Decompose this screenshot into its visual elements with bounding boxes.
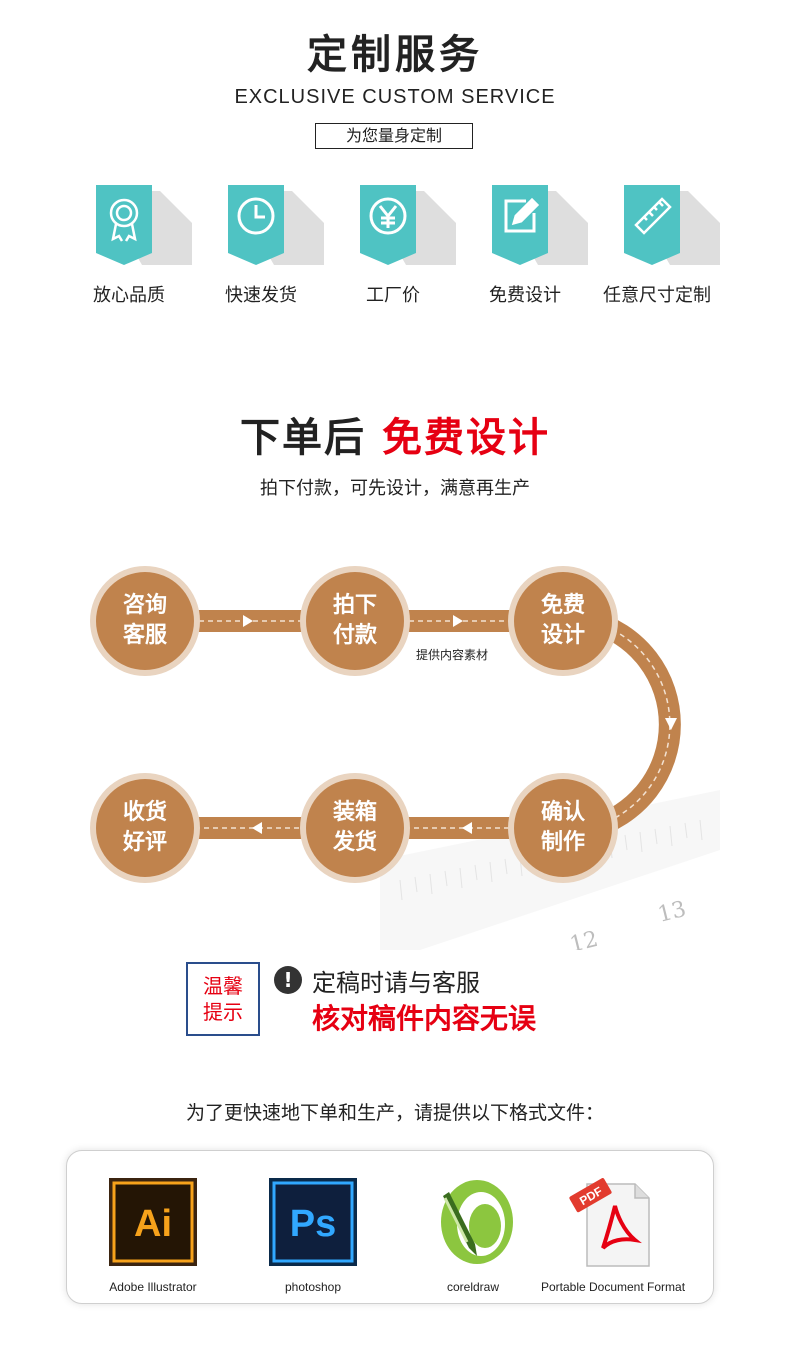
ruler-icon [634,197,672,235]
arrow-left-icon [462,822,472,834]
format-illustrator: Ai Adobe Illustrator [78,1178,228,1294]
feature-free-design: 免费设计 [460,183,590,307]
notice-badge-line: 提示 [203,1000,243,1024]
process-title-highlight: 免费设计 [381,415,550,461]
ruler-number: 12 [567,927,600,950]
formats-intro: 为了更快速地下单和生产，请提供以下格式文件： [185,1102,604,1124]
format-coreldraw: coreldraw [398,1178,548,1294]
step-note: 提供内容素材 [416,648,489,662]
flow-connectors [180,610,681,839]
photoshop-icon: Ps [269,1178,357,1266]
feature-label: 免费设计 [489,285,561,306]
format-caption: coreldraw [446,1280,500,1294]
process-title-part1: 下单后 [240,415,367,461]
illustrator-icon: Ai [109,1178,197,1266]
step-free-design: 免费 设计 [508,591,618,651]
step-review: 收货 好评 [90,798,200,858]
arrow-right-icon [453,615,463,627]
process-subtitle: 拍下付款，可先设计，满意再生产 [260,478,530,499]
notice-badge: 温馨 提示 [186,962,260,1036]
step-label-line: 制作 [540,830,585,855]
format-caption: Portable Document Format [540,1280,686,1294]
step-consult: 咨询 客服 [90,591,200,651]
step-label-line: 免费 [540,593,585,618]
process-title: 下单后 免费设计 [0,405,790,463]
ruler-number: 13 [655,897,688,928]
tagline-box: 为您量身定制 [315,123,473,149]
notice-text: 定稿时请与客服 [312,969,480,997]
pdf-icon: PDF [569,1178,650,1267]
medal-icon [109,198,139,242]
step-label-line: 咨询 [122,593,167,618]
step-label-line: 装箱 [332,800,377,825]
step-label-line: 付款 [332,623,377,648]
notice-emphasis: 核对稿件内容无误 [312,1002,537,1035]
feature-label: 任意尺寸定制 [603,285,711,306]
format-caption: Adobe Illustrator [109,1280,197,1294]
page-title: 定制服务 [307,32,483,78]
step-confirm: 确认 制作 [508,798,618,858]
feature-label: 快速发货 [225,285,297,306]
step-label-line: 拍下 [332,593,377,618]
feature-label: 工厂价 [366,285,420,306]
step-label-line: 设计 [540,623,585,648]
exclamation-icon: ! [274,966,302,994]
page-subtitle: EXCLUSIVE CUSTOM SERVICE [234,86,556,108]
photoshop-glyph: Ps [290,1203,336,1245]
step-circles [90,566,618,883]
process-flow-diagram: 12 13 [90,566,720,950]
arrow-down-icon [665,718,677,730]
step-label-line: 好评 [122,830,167,855]
format-photoshop: Ps photoshop [238,1178,388,1294]
step-label-line: 客服 [122,623,167,648]
feature-quality: 放心品质 [64,183,194,307]
arrow-right-icon [243,615,253,627]
step-label-line: 发货 [332,830,377,855]
step-label-line: 收货 [122,800,167,825]
yen-icon [369,197,407,235]
format-caption: photoshop [284,1280,342,1294]
arrow-left-icon [252,822,262,834]
step-ship: 装箱 发货 [300,798,410,858]
edit-icon [504,197,540,233]
step-label-line: 确认 [540,800,585,825]
step-pay: 拍下 付款 [300,591,410,651]
feature-factory-price: 工厂价 [328,183,458,307]
clock-icon [237,197,275,235]
feature-custom-size: 任意尺寸定制 [592,183,722,307]
coreldraw-icon [441,1180,513,1264]
illustrator-glyph: Ai [134,1203,172,1245]
feature-label: 放心品质 [93,285,165,306]
feature-fast-delivery: 快速发货 [196,183,326,307]
format-pdf: PDF Portable Document Format [538,1178,688,1294]
notice-badge-line: 温馨 [203,974,243,998]
